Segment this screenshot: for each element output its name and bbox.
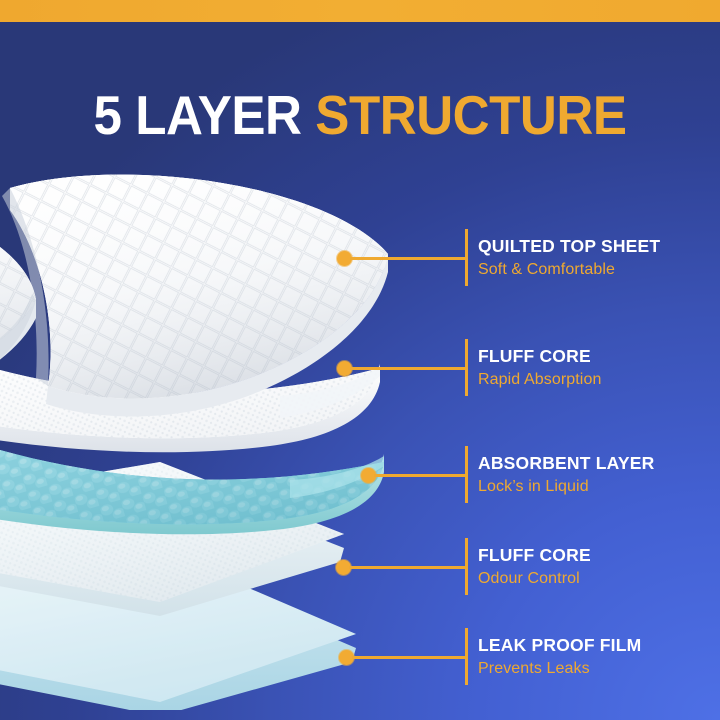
layer-label-4-title: FLUFF CORE [478, 545, 591, 565]
layer-label-2: FLUFF CORE Rapid Absorption [478, 346, 601, 391]
layer-label-5-title: LEAK PROOF FILM [478, 635, 642, 655]
connector-dot-2 [337, 361, 352, 376]
page-title-accent: STRUCTURE [315, 84, 627, 146]
layer-label-4: FLUFF CORE Odour Control [478, 545, 591, 590]
layer-label-2-benefit: Rapid Absorption [478, 371, 602, 388]
connector-line-4 [349, 566, 467, 569]
connector-vbar-3 [465, 446, 468, 503]
layer-label-1-title: QUILTED TOP SHEET [478, 236, 661, 256]
connector-dot-3 [361, 468, 376, 483]
connector-vbar-4 [465, 538, 468, 595]
layer-label-5-benefit: Prevents Leaks [478, 660, 590, 677]
layer-stack-illustration [0, 150, 460, 710]
layer-label-1: QUILTED TOP SHEET Soft & Comfortable [478, 236, 660, 281]
layer-label-4-benefit: Odour Control [478, 570, 580, 587]
page-title-prefix: 5 LAYER [93, 84, 316, 146]
connector-line-2 [350, 367, 467, 370]
connector-vbar-1 [465, 229, 468, 286]
page-title: 5 LAYER STRUCTURE [25, 86, 695, 144]
connector-vbar-5 [465, 628, 468, 685]
connector-dot-1 [337, 251, 352, 266]
layer-label-3-benefit: Lock’s in Liquid [478, 478, 589, 495]
connector-dot-5 [339, 650, 354, 665]
connector-vbar-2 [465, 339, 468, 396]
layer-label-3: ABSORBENT LAYER Lock’s in Liquid [478, 453, 654, 498]
layer-label-1-benefit: Soft & Comfortable [478, 261, 615, 278]
layer-label-3-title: ABSORBENT LAYER [478, 453, 655, 473]
connector-line-5 [352, 656, 467, 659]
layer-label-5: LEAK PROOF FILM Prevents Leaks [478, 635, 641, 680]
connector-line-1 [350, 257, 467, 260]
connector-line-3 [374, 474, 467, 477]
top-accent-bar [0, 0, 720, 22]
layer-label-2-title: FLUFF CORE [478, 346, 591, 366]
connector-dot-4 [336, 560, 351, 575]
